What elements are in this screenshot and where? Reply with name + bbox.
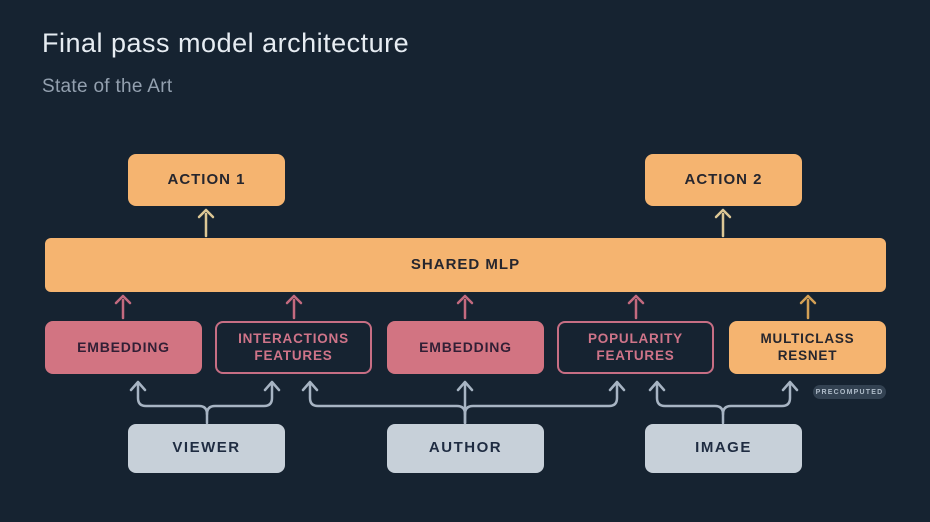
node-image: IMAGE [645, 424, 802, 473]
arrow-viewer-branch [129, 380, 281, 425]
node-action-2: ACTION 2 [645, 154, 802, 206]
arrow-image-branch [648, 380, 799, 425]
arrow-mlp-to-action2 [714, 208, 732, 238]
page-title: Final pass model architecture [42, 28, 410, 58]
node-viewer: VIEWER [128, 424, 285, 473]
arrow-embedding-viewer-to-mlp [114, 294, 132, 320]
node-embedding-author: EMBEDDING [387, 321, 544, 374]
node-interactions-features: INTERACTIONS FEATURES [215, 321, 372, 374]
arrow-interactions-to-mlp [285, 294, 303, 320]
node-popularity-features: POPULARITY FEATURES [557, 321, 714, 374]
precomputed-badge: PRECOMPUTED [813, 385, 886, 399]
node-author: AUTHOR [387, 424, 544, 473]
node-shared-mlp: SHARED MLP [45, 238, 886, 292]
node-embedding-viewer: EMBEDDING [45, 321, 202, 374]
node-multiclass-resnet: MULTICLASS RESNET [729, 321, 886, 374]
arrow-mlp-to-action1 [197, 208, 215, 238]
arrow-author-branch [301, 380, 626, 425]
node-action-1: ACTION 1 [128, 154, 285, 206]
arrow-popularity-to-mlp [627, 294, 645, 320]
arrow-embedding-author-to-mlp [456, 294, 474, 320]
arrow-multiclass-to-mlp [799, 294, 817, 320]
page-subtitle: State of the Art [42, 76, 173, 97]
